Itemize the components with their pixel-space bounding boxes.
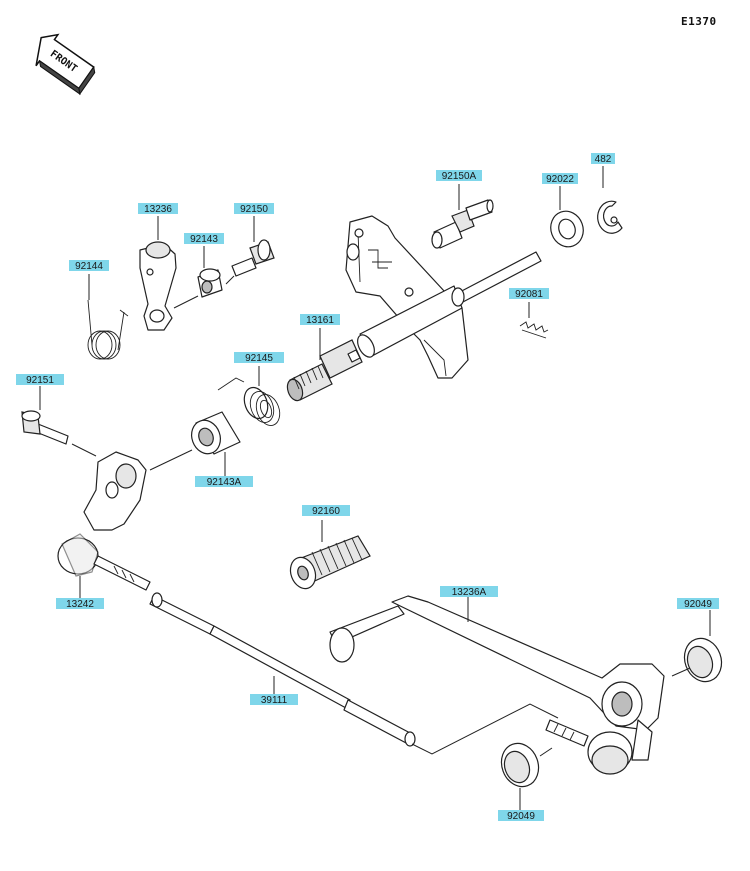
washer-92022 bbox=[550, 210, 584, 248]
spring-92145 bbox=[217, 377, 281, 426]
label-92151: 92151 bbox=[16, 374, 64, 386]
svg-text:13242: 13242 bbox=[66, 599, 94, 610]
label-92081: 92081 bbox=[509, 288, 549, 300]
label-92160: 92160 bbox=[302, 505, 350, 517]
label-92143: 92143 bbox=[184, 233, 224, 245]
svg-text:482: 482 bbox=[595, 154, 612, 165]
label-92144: 92144 bbox=[69, 260, 109, 272]
shift-arm-13236 bbox=[139, 241, 177, 331]
rod-39111 bbox=[149, 592, 416, 747]
label-482: 482 bbox=[591, 153, 615, 165]
label-92150a: 92150A bbox=[436, 170, 482, 182]
label-13161: 13161 bbox=[300, 314, 340, 326]
svg-text:92143: 92143 bbox=[190, 234, 218, 245]
label-92049-top: 92049 bbox=[677, 598, 719, 610]
svg-text:92150: 92150 bbox=[240, 204, 268, 215]
bolt-92150 bbox=[231, 239, 275, 277]
pedal-13236a bbox=[329, 595, 665, 761]
diagram-id: E1370 bbox=[681, 15, 717, 28]
rod-end-joint bbox=[545, 719, 633, 775]
label-92150: 92150 bbox=[234, 203, 274, 215]
svg-text:13161: 13161 bbox=[306, 315, 334, 326]
collar-92143 bbox=[197, 268, 223, 298]
bolt-92151 bbox=[21, 410, 69, 445]
svg-text:92143A: 92143A bbox=[207, 477, 242, 488]
bolt-92150a bbox=[431, 199, 494, 249]
leader-lines bbox=[39, 166, 711, 810]
shift-shaft bbox=[319, 251, 542, 379]
rubber-92160 bbox=[289, 535, 371, 590]
label-92049-bottom: 92049 bbox=[498, 810, 544, 822]
spring-92144 bbox=[87, 299, 129, 360]
shaft-spline-gear bbox=[286, 363, 333, 402]
svg-text:92049: 92049 bbox=[507, 811, 535, 822]
label-13242: 13242 bbox=[56, 598, 104, 610]
label-13236a: 13236A bbox=[440, 586, 498, 598]
svg-text:92144: 92144 bbox=[75, 261, 103, 272]
svg-text:92081: 92081 bbox=[515, 289, 543, 300]
svg-text:13236: 13236 bbox=[144, 204, 172, 215]
seal-92049-bottom bbox=[500, 742, 540, 788]
shift-shaft-plate bbox=[345, 215, 469, 379]
svg-text:13236A: 13236A bbox=[452, 587, 487, 598]
label-92022: 92022 bbox=[542, 173, 578, 185]
circlip-482 bbox=[597, 200, 623, 234]
svg-text:92150A: 92150A bbox=[442, 171, 477, 182]
svg-text:92151: 92151 bbox=[26, 375, 54, 386]
svg-text:39111: 39111 bbox=[261, 695, 288, 706]
arm-13242 bbox=[57, 451, 151, 591]
svg-text:92022: 92022 bbox=[546, 174, 574, 185]
svg-text:92049: 92049 bbox=[684, 599, 712, 610]
front-arrow-icon: FRONT bbox=[35, 33, 96, 96]
seal-92049-top bbox=[683, 637, 723, 683]
label-39111: 39111 bbox=[250, 694, 298, 706]
spring-92081 bbox=[519, 321, 549, 339]
collar-92143a bbox=[191, 411, 241, 455]
label-92145: 92145 bbox=[234, 352, 284, 364]
svg-text:92160: 92160 bbox=[312, 506, 340, 517]
label-92143a: 92143A bbox=[195, 476, 253, 488]
label-13236: 13236 bbox=[138, 203, 178, 215]
svg-text:92145: 92145 bbox=[245, 353, 273, 364]
